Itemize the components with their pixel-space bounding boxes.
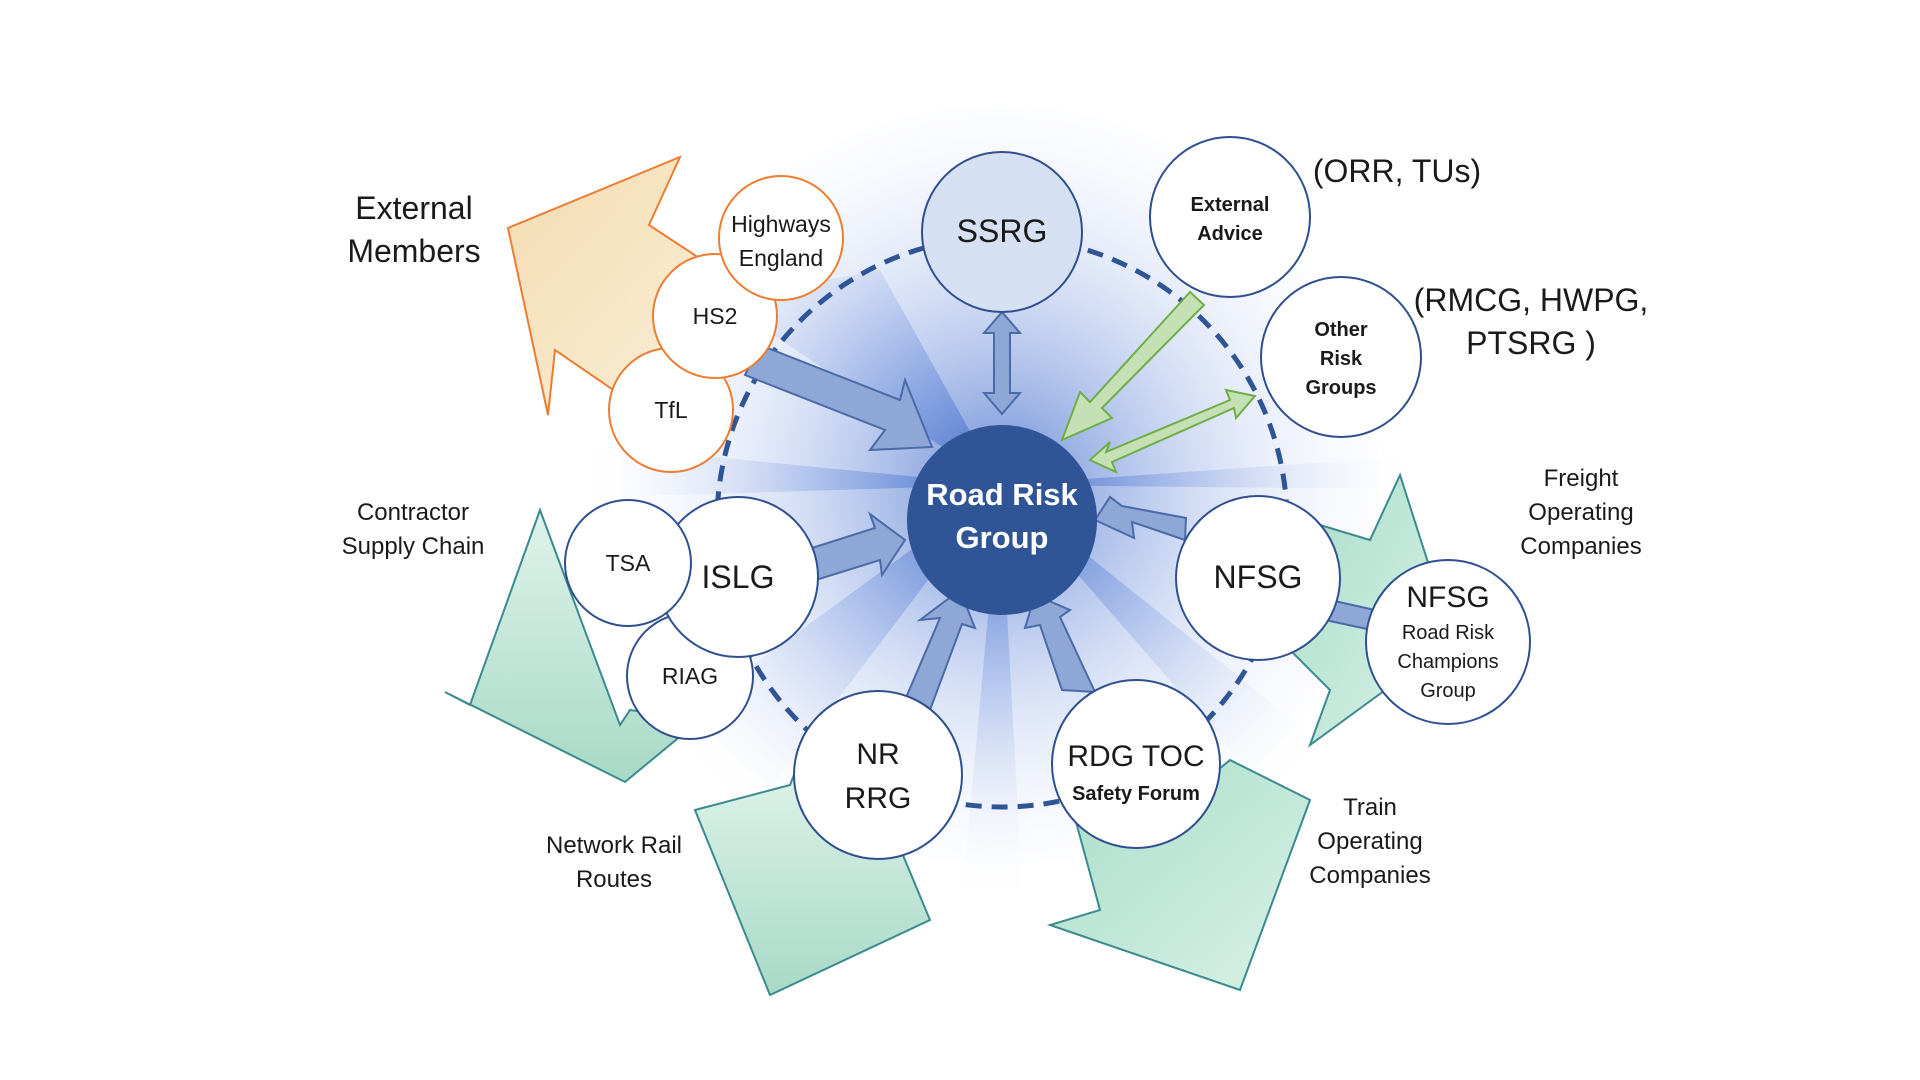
svg-text:PTSRG ): PTSRG ) [1466,325,1596,361]
other-risk-groups-label-1: Other [1314,319,1368,341]
node-other-risk-groups[interactable]: Other Risk Groups [1260,276,1422,438]
nr-rrg-to-center-arrow [903,588,977,712]
rdg-toc-label-2: Safety Forum [1072,783,1200,805]
hs2-label: HS2 [693,303,738,329]
external-advice-label-2: Advice [1197,223,1263,245]
label-other-groups-list: (RMCG, HWPG, PTSRG ) [1414,282,1649,361]
other-risk-groups-label-3: Groups [1305,377,1376,399]
external-advice-arrow [1060,290,1206,442]
nfsg-champions-label-1: NFSG [1406,581,1489,614]
rdg-toc-to-center-arrow [1023,593,1097,694]
svg-text:Operating: Operating [1528,499,1633,526]
islg-label: ISLG [702,559,775,595]
highways-england-label-2: England [739,245,823,271]
center-label-1: Road Risk [926,477,1078,512]
tsa-label: TSA [606,550,651,576]
other-risk-groups-label-2: Risk [1320,348,1363,370]
svg-text:Network Rail: Network Rail [546,832,682,859]
center-label-2: Group [956,520,1049,555]
label-network-rail-routes: Network Rail Routes [546,832,682,893]
svg-text:Contractor: Contractor [357,499,469,526]
nfsg-champions-label-2: Road Risk [1402,622,1495,644]
svg-text:External: External [355,190,472,226]
svg-text:Supply Chain: Supply Chain [342,533,485,560]
svg-text:Train: Train [1343,794,1397,821]
node-nfsg[interactable]: NFSG [1175,495,1341,661]
svg-text:Operating: Operating [1317,828,1422,855]
label-train-operating-companies: Train Operating Companies [1309,794,1430,889]
node-highways-england[interactable]: Highways England [718,175,844,301]
islg-to-center-arrow [810,511,907,582]
label-contractor-supply-chain: Contractor Supply Chain [342,499,485,560]
nfsg-label: NFSG [1214,559,1303,595]
nr-rrg-label-1: NR [856,738,899,771]
node-islg[interactable]: ISLG [657,496,819,658]
nfsg-to-center-arrow [1093,495,1188,542]
node-nr-rrg[interactable]: NR RRG [793,690,963,860]
nr-rrg-label-2: RRG [845,782,912,815]
label-orr-tus: (ORR, TUs) [1313,153,1481,189]
contractor-supply-chain-arrow [444,507,703,784]
svg-text:Companies: Companies [1520,533,1641,560]
label-freight-operating-companies: Freight Operating Companies [1520,465,1641,560]
node-nfsg-champions[interactable]: NFSG Road Risk Champions Group [1365,559,1531,725]
nfsg-champions-label-3: Champions [1397,651,1498,673]
nfsg-champions-label-4: Group [1420,680,1476,702]
highways-england-label-1: Highways [731,211,831,237]
svg-text:Companies: Companies [1309,862,1430,889]
tfl-label: TfL [654,397,687,423]
riag-label: RIAG [662,663,718,689]
node-tfl[interactable]: TfL [608,347,734,473]
ssrg-double-arrow [981,310,1023,416]
svg-text:Routes: Routes [576,866,652,893]
node-ssrg[interactable]: SSRG [921,151,1083,313]
svg-text:Freight: Freight [1544,465,1619,492]
hs2-to-center-arrow [743,343,934,452]
external-advice-label-1: External [1191,194,1270,216]
node-external-advice[interactable]: External Advice [1149,136,1311,298]
ssrg-label: SSRG [957,213,1048,249]
svg-text:(RMCG, HWPG,: (RMCG, HWPG, [1414,282,1649,318]
label-external-members: External Members [347,190,480,269]
node-rdg-toc[interactable]: RDG TOC Safety Forum [1051,679,1221,849]
rdg-toc-label-1: RDG TOC [1067,740,1204,773]
other-risk-groups-double-arrow [1088,388,1257,474]
node-tsa[interactable]: TSA [564,499,692,627]
svg-text:Members: Members [347,233,480,269]
node-road-risk-group[interactable]: Road Risk Group [907,425,1097,615]
